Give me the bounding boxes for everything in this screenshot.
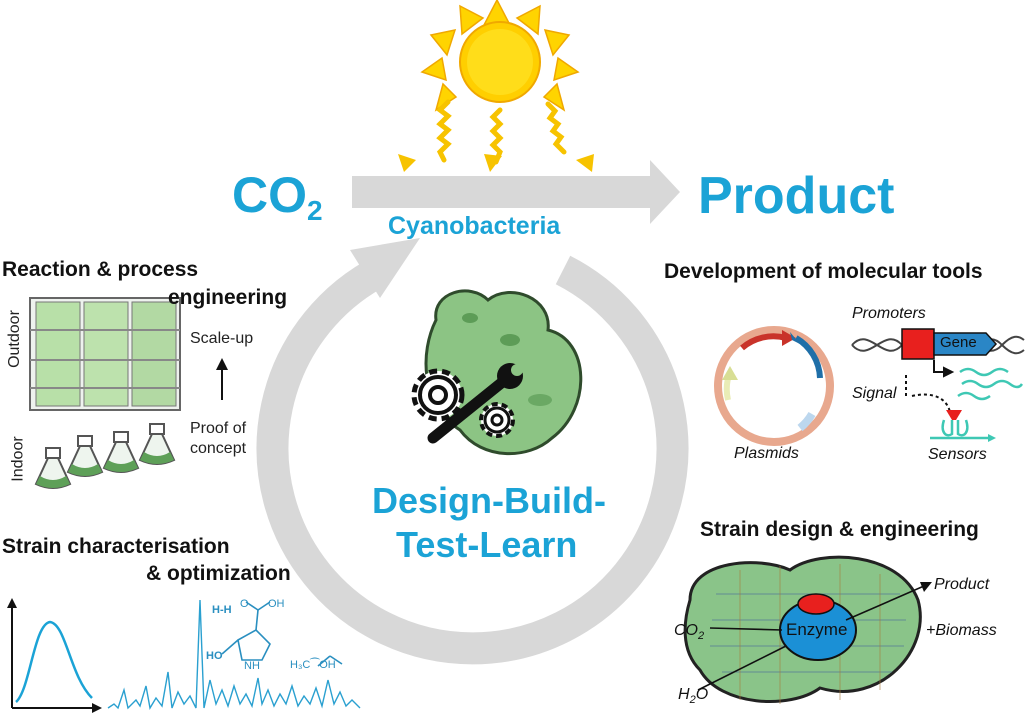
h2o-h: H [678, 686, 690, 703]
sun-icon [420, 0, 580, 112]
mrna-waves [957, 367, 1024, 401]
growth-curve-plot [7, 598, 102, 713]
h2o-subscript: 2 [689, 694, 696, 706]
flask-icon [34, 423, 176, 489]
wrench-icon [427, 363, 523, 444]
dbtl-cycle-arrow [256, 238, 689, 665]
co2-flux-main: CO [674, 622, 698, 639]
product-output-label: Product [698, 167, 895, 225]
dbtl-label-line1: Design-Build- [372, 480, 606, 521]
gear-icon [411, 368, 465, 422]
strain-design-title: Strain design & engineering [700, 518, 979, 541]
riboswitch-sensor [930, 410, 996, 442]
outdoor-photobioreactor [29, 297, 181, 411]
main-process-arrow [352, 160, 680, 224]
co2-main-text: CO [232, 167, 307, 223]
outdoor-label: Outdoor [5, 310, 23, 368]
scale-up-arrow [216, 358, 228, 400]
promoter-box [901, 328, 935, 360]
scale-up-label: Scale-up [190, 330, 254, 347]
product-flux-label: Product [934, 576, 990, 593]
strain-characterisation-title-1: Strain characterisation [2, 535, 230, 558]
nmr-peak-label: H-H [212, 604, 232, 616]
reaction-process-title-2: engineering [168, 286, 288, 309]
gear-icon [479, 402, 515, 438]
proof-of-concept-label-1: Proof of [190, 420, 247, 437]
gene-arrow [933, 332, 998, 356]
enzyme-label: Enzyme [786, 620, 848, 639]
promoters-label: Promoters [852, 305, 926, 322]
indoor-label: Indoor [9, 436, 27, 482]
signal-arrow [905, 372, 951, 413]
dbtl-label-line2: Test-Learn [396, 524, 578, 565]
molecule-structure [221, 601, 343, 667]
co2-flux-label: CO2 [674, 622, 704, 642]
biomass-label: +Biomass [926, 622, 997, 639]
molecular-tools-title: Development of molecular tools [664, 260, 983, 283]
co2-flux-subscript: 2 [698, 630, 705, 642]
nmr-spectrum [107, 599, 361, 710]
co2-input-label: CO2 [232, 166, 323, 227]
metabolic-flux-arrows [697, 582, 932, 691]
sunlight-arrowheads [398, 154, 594, 172]
strain-characterisation-title-2: & optimization [146, 562, 291, 585]
transcription-arrow [933, 360, 955, 378]
molecule-ho-label: HO [206, 650, 223, 662]
h2o-flux-label: H2O [678, 686, 708, 706]
enzyme-shape [779, 593, 857, 661]
co2-subscript: 2 [307, 195, 323, 226]
reaction-process-title-1: Reaction & process [2, 258, 199, 281]
molecule-oh-label: OH [268, 598, 285, 610]
sunlight-rays [436, 99, 567, 165]
molecule-o-label: O [240, 598, 249, 610]
cyanobacteria-label: Cyanobacteria [388, 212, 561, 240]
h2o-o: O [695, 686, 709, 703]
sensors-label: Sensors [928, 446, 987, 463]
ethanol-label: H₃C⁀OH [290, 659, 336, 671]
signal-label: Signal [852, 385, 897, 402]
gene-label: Gene [940, 334, 977, 351]
molecule-nh-label: NH [244, 660, 260, 672]
plasmids-label: Plasmids [734, 445, 799, 462]
plasmid-icon [714, 326, 834, 446]
proof-of-concept-label-2: concept [190, 440, 247, 457]
